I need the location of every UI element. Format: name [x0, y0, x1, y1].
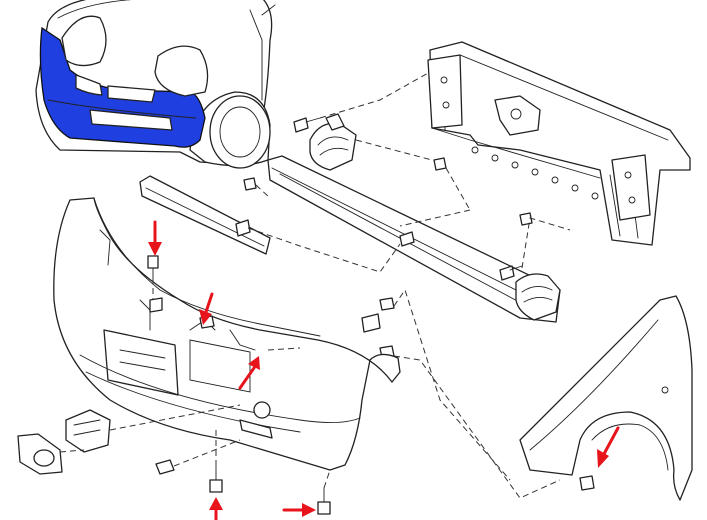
- red-arrow-4: [209, 497, 223, 520]
- red-arrow-3: [238, 356, 260, 390]
- red-arrow-2: [199, 292, 214, 325]
- tow-hook-cap: [155, 459, 175, 475]
- bumper-reinforcement-beam: [267, 155, 561, 323]
- bumper-mounting-bracket-right: [515, 273, 561, 321]
- bumper-mounting-bracket-left: [309, 113, 357, 171]
- assembly-guide-lines: [59, 71, 571, 499]
- fog-lamp-cover: [17, 433, 63, 475]
- highlighted-front-bumper: [39, 15, 209, 148]
- front-bumper-cover: [53, 197, 401, 471]
- red-arrows: [148, 220, 620, 520]
- red-arrow-1: [148, 220, 162, 256]
- red-arrow-6: [597, 426, 620, 468]
- clip-nuts: [433, 157, 533, 226]
- front-fender: [519, 295, 693, 501]
- fog-lamp-bracket: [65, 409, 111, 453]
- radiator-core-support: [427, 41, 691, 246]
- red-arrow-5: [282, 503, 316, 517]
- energy-absorber: [139, 175, 271, 255]
